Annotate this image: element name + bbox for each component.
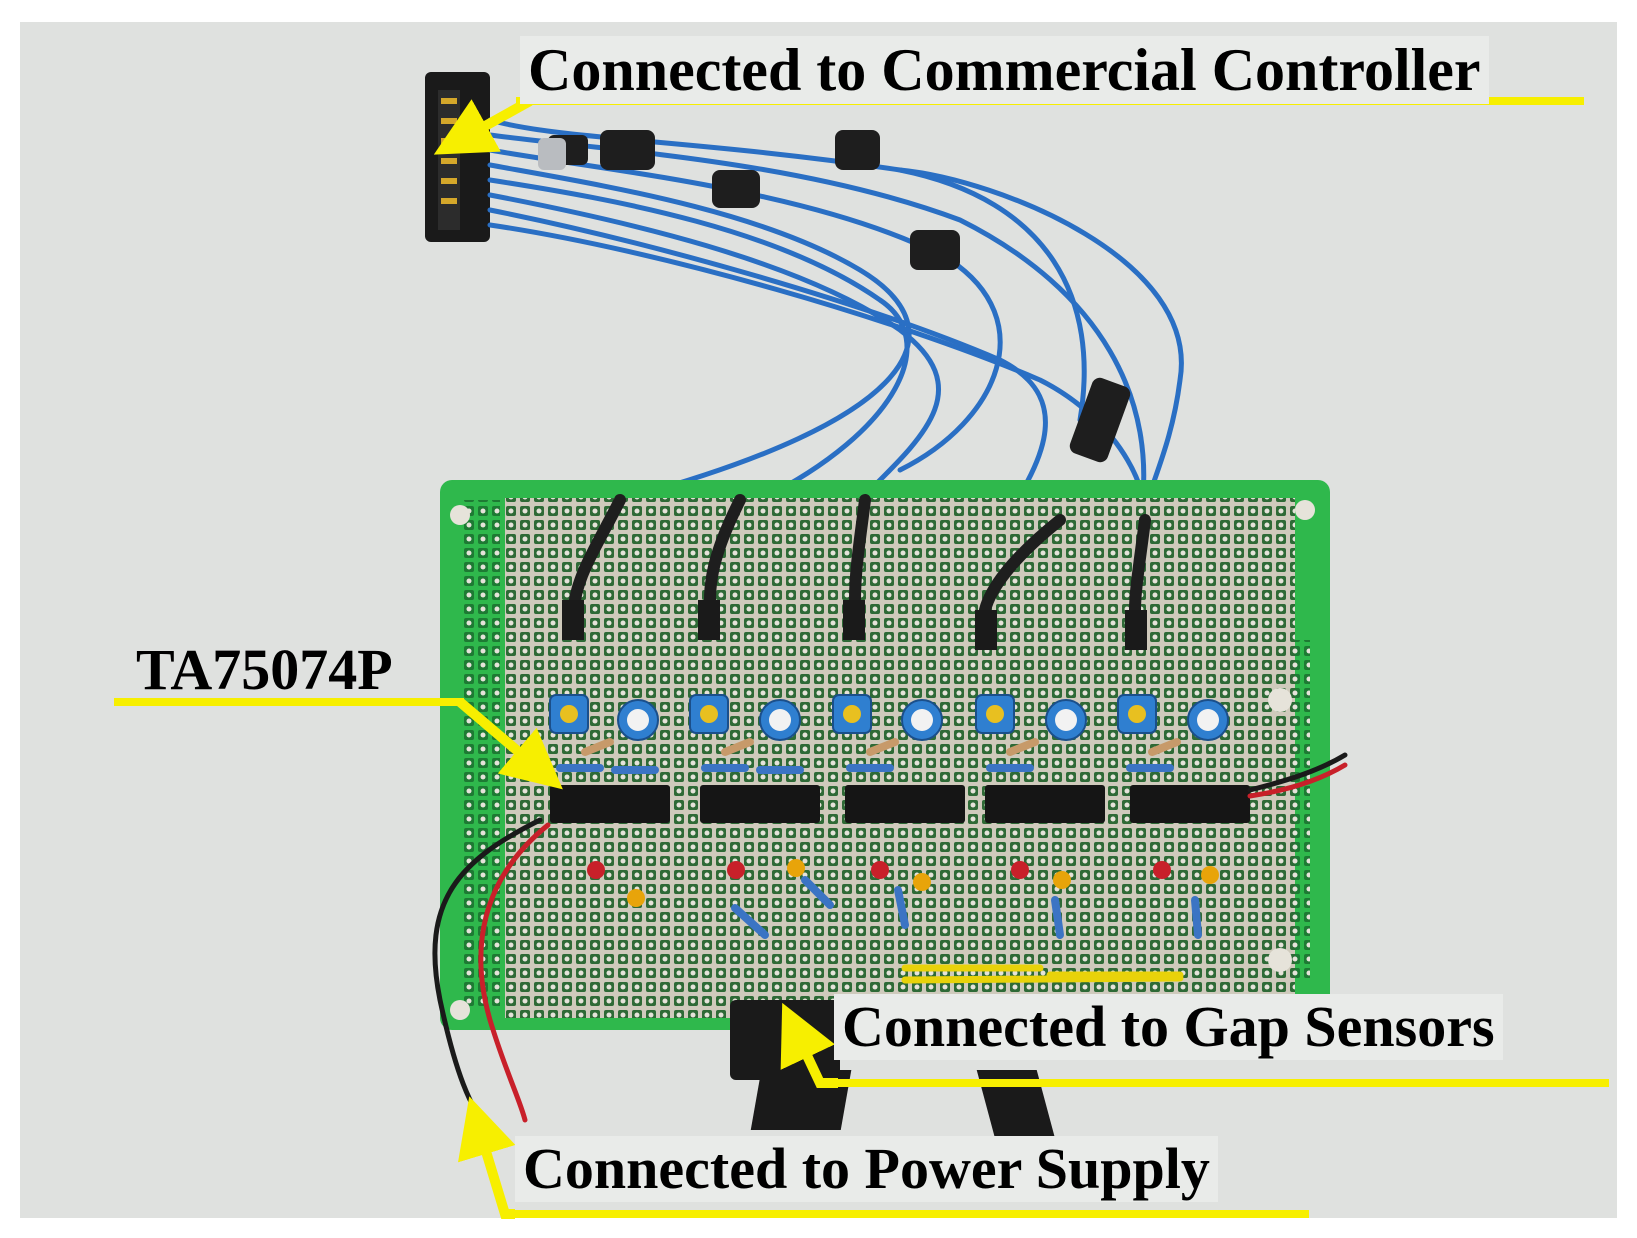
ferrite-sleeve [538,138,566,170]
perfboard-grid [505,498,1295,1018]
callout-gap-sensors: Connected to Gap Sensors [834,994,1503,1060]
wire-terminations [569,494,1151,616]
callout-arrows [433,96,838,1219]
controller-connector [425,72,490,242]
blue-wire-harness [487,117,1184,543]
trimmer-potentiometers [549,694,1229,741]
callout-ta75074p: TA75074P [136,637,393,702]
resistors [556,738,1202,939]
callout-commercial-controller: Connected to Commercial Controller [520,36,1489,104]
heat-shrink-bands [548,130,1131,463]
red-leds [587,861,1171,879]
callout-power-supply: Connected to Power Supply [515,1136,1218,1202]
yellow-leds [627,859,1219,907]
ta75074p-chips [550,785,1250,823]
yellow-jumpers [901,964,1184,984]
